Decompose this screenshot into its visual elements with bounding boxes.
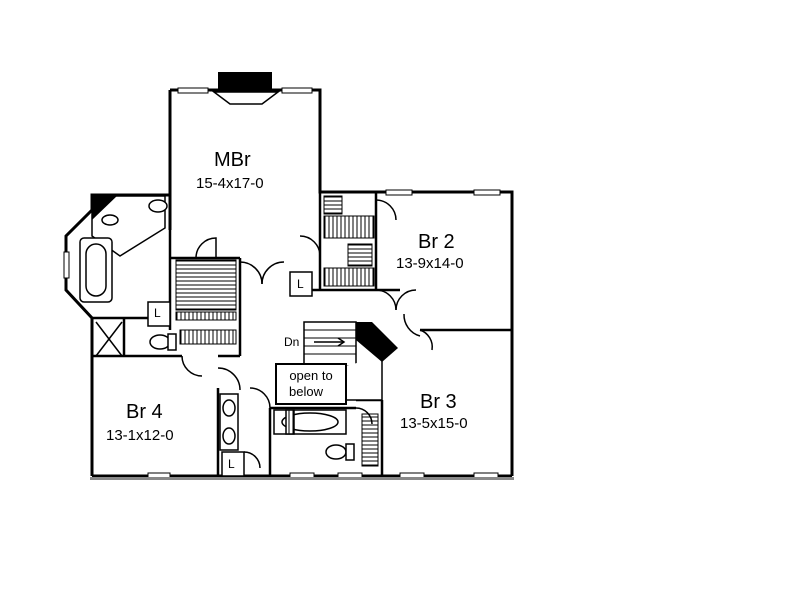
closet-shelves [175,195,379,467]
stair-wall-fill [356,322,398,362]
room-name-br2: Br 2 [418,231,455,253]
windows [63,87,501,479]
linen-closets [147,271,313,477]
room-name-br4: Br 4 [126,401,163,423]
linen-label-1: L [154,306,161,320]
corner-fill [92,195,118,220]
linen-label-2: L [297,277,304,291]
room-dims-mbr: 15-4x17-0 [196,175,264,192]
chimney [218,72,272,90]
room-dims-br3: 13-5x15-0 [400,415,468,432]
room-dims-br2: 13-9x14-0 [396,255,464,272]
master-bath-fixtures [79,195,177,357]
stairs-down-label: Dn [284,335,300,349]
door-swings [181,199,433,469]
linen-label-3: L [228,457,235,471]
room-name-mbr: MBr [214,149,251,171]
foundation-strip [90,477,514,480]
room-dims-br4: 13-1x12-0 [106,427,174,444]
staircase [303,321,383,401]
open-to-below-box [275,363,347,405]
open-to-below-line-2: below [289,384,323,399]
room-name-br3: Br 3 [420,391,457,413]
hall-bath-fixtures [219,393,355,461]
open-to-below-line-1: open to [289,368,333,383]
